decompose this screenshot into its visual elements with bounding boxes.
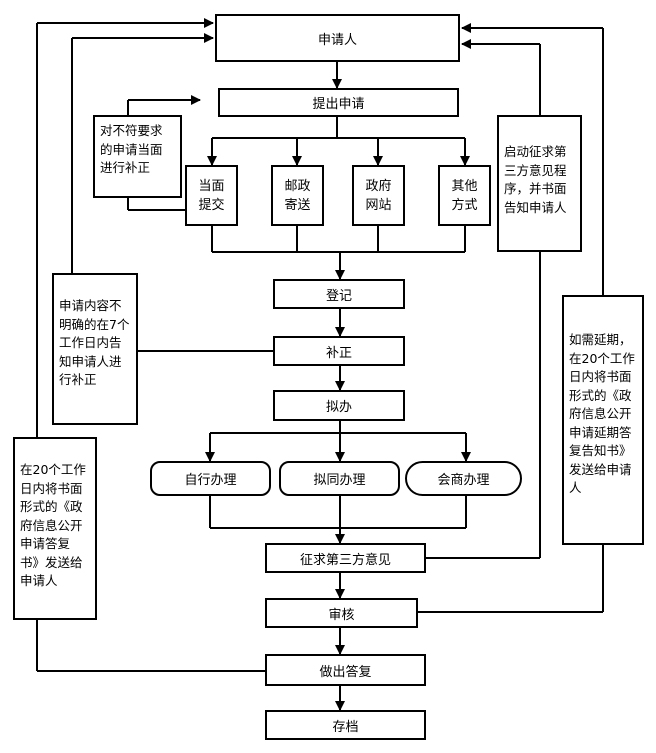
draft-label: 拟办	[325, 400, 352, 415]
self-handle-label: 自行办理	[184, 473, 237, 488]
applicant-label: 申请人	[317, 32, 357, 48]
applicant-node: 申请人	[215, 14, 460, 62]
other-label: 其他 方式	[451, 178, 478, 213]
gov-site-node: 政府 网站	[352, 165, 405, 226]
postal-label: 邮政 寄送	[284, 178, 311, 213]
archive-label: 存档	[332, 719, 359, 735]
third-party-node: 征求第三方意见	[265, 543, 426, 573]
reply-node: 做出答复	[265, 654, 426, 686]
nonconforming-note: 对不符要求 的申请当面 进行补正	[93, 115, 182, 198]
joint-handle-label: 拟同办理	[313, 473, 366, 488]
gov-site-label: 政府 网站	[365, 178, 392, 213]
postal-node: 邮政 寄送	[271, 165, 324, 226]
self-handle-node: 自行办理	[150, 461, 271, 496]
consult-handle-label: 会商办理	[437, 473, 490, 488]
extension-note: 如需延期， 在20个工作 日内将书面 形式的《政 府信息公开 申请延期答 复告知…	[562, 295, 644, 545]
in-person-label: 当面 提交	[198, 178, 225, 213]
reply-label: 做出答复	[319, 664, 372, 680]
twenty-day-reply-note: 在20个工作 日内将书面 形式的《政 府信息公开 申请答复 书》发送给 申请人	[13, 437, 97, 620]
correction-label: 补正	[325, 345, 352, 361]
in-person-node: 当面 提交	[185, 165, 238, 226]
review-label: 审核	[328, 607, 355, 623]
draft-node: 拟办	[273, 390, 405, 421]
register-node: 登记	[273, 279, 405, 309]
unclear-request-note: 申请内容不 明确的在7个 工作日内告 知申请人进 行补正	[52, 273, 138, 425]
submit-label: 提出申请	[312, 97, 365, 112]
correction-node: 补正	[273, 336, 405, 366]
joint-handle-node: 拟同办理	[279, 461, 400, 496]
third-party-label: 征求第三方意见	[299, 552, 391, 568]
other-node: 其他 方式	[438, 165, 491, 226]
submit-node: 提出申请	[218, 88, 459, 117]
register-label: 登记	[325, 288, 352, 304]
consult-handle-node: 会商办理	[405, 461, 522, 496]
archive-node: 存档	[265, 710, 426, 740]
third-party-notice-note: 启动征求第 三方意见程 序，并书面 告知申请人	[497, 115, 582, 252]
review-node: 审核	[265, 598, 418, 628]
